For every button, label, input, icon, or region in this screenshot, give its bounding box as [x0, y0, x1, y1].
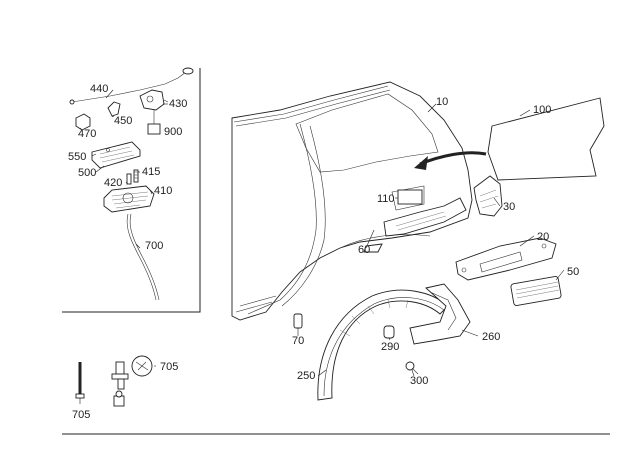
part-415-screw — [126, 173, 132, 185]
label-10: 10 — [436, 96, 448, 108]
label-110: 110 — [377, 193, 395, 205]
part-440-release-cable — [69, 67, 194, 105]
part-550-drain-hose — [126, 213, 160, 301]
part-705-stud — [75, 362, 85, 399]
part-50-vent-grille — [510, 276, 562, 306]
part-410-spring — [133, 169, 139, 183]
part-60-seal — [363, 243, 383, 253]
part-430-bracket — [107, 101, 121, 117]
label-705: 705 — [72, 409, 90, 421]
label-500: 550 — [68, 151, 86, 163]
part-700-fastener-set — [111, 355, 153, 407]
label-470: 500 — [78, 167, 96, 179]
label-420: 430 — [169, 98, 187, 110]
part-100-repair-panel — [487, 97, 605, 181]
label-415: 420 — [104, 177, 122, 189]
label-20: 20 — [537, 231, 549, 243]
leader-lines — [79, 89, 565, 404]
label-400: 410 — [154, 185, 172, 197]
label-550: 700 — [145, 240, 163, 252]
label-300: 300 — [410, 375, 428, 387]
label-440: 440 — [90, 83, 108, 95]
part-10-side-panel — [231, 81, 473, 321]
part-70-pad — [293, 313, 303, 329]
label-290: 290 — [381, 341, 399, 353]
part-900-clip — [147, 110, 161, 135]
part-30-bracket — [473, 175, 503, 217]
part-20-reinforcement — [455, 237, 557, 281]
label-260: 260 — [482, 331, 500, 343]
part-450-grommet — [75, 113, 91, 131]
label-30: 30 — [503, 201, 515, 213]
label-430: 450 — [114, 115, 132, 127]
part-110-plate — [397, 189, 423, 205]
part-labels: 440 430 450 470 900 550 500 415 420 410 … — [68, 83, 579, 421]
label-60: 60 — [358, 244, 370, 256]
arrow-100-to-10 — [414, 151, 487, 170]
label-70: 70 — [292, 335, 304, 347]
label-250: 250 — [297, 370, 315, 382]
label-100: 100 — [533, 104, 551, 116]
label-900: 900 — [164, 126, 182, 138]
label-50: 50 — [567, 266, 579, 278]
part-260-inner-liner — [409, 283, 471, 345]
label-410: 415 — [142, 166, 160, 178]
label-700: 705 — [160, 361, 178, 373]
part-500-cover-plate — [91, 141, 141, 169]
label-450: 470 — [78, 128, 96, 140]
part-400-filler-housing — [103, 185, 155, 213]
part-300-screw — [405, 361, 419, 375]
part-420-actuator — [139, 89, 169, 111]
part-290-clip — [383, 325, 395, 339]
inset-frame — [62, 68, 201, 313]
